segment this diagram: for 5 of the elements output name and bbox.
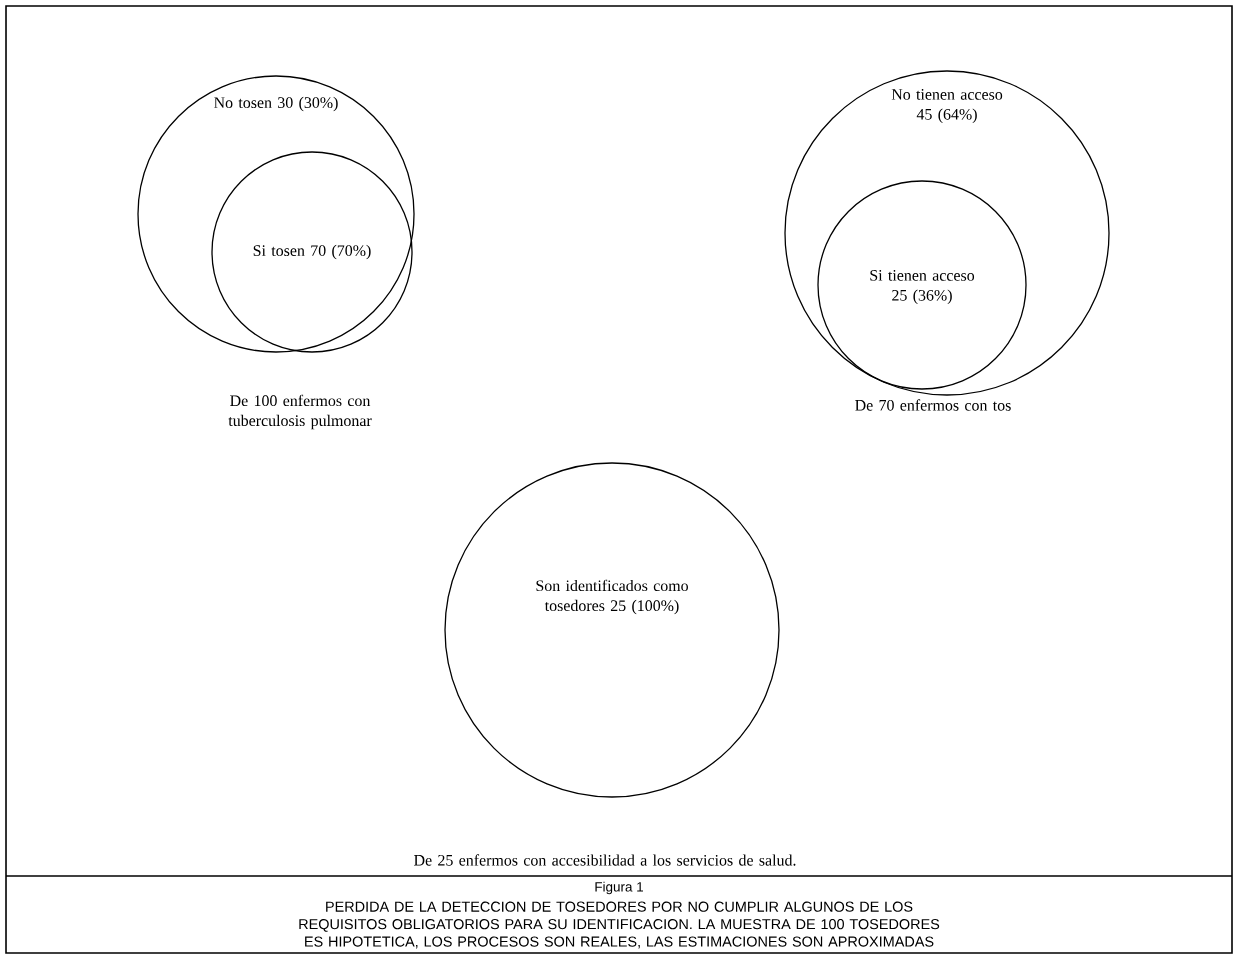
figure-title: Figura 1 [595, 881, 643, 895]
circle-caption: De 25 enfermos con accesibilidad a los servicios de salud. [414, 854, 796, 866]
caption: PERDIDA DE LA DETECCION DE TOSEDORES POR NO CUMPLIR ALGUNOS DE LOS REQUISITOS OBLIGATORIOS PARA SU IDENTIFICACION. LA MUESTRA DE 100 TOSEDORES ES HIPOTETICA, LOS PROCESOS SON REALES, LAS ESTIMACIONES SON APROXIMADAS [299, 901, 940, 949]
circle-caption: De 100 enfermos con tuberculosis pulmonar [228, 394, 372, 430]
circle-caption: De 70 enfermos con tos [855, 399, 1011, 411]
